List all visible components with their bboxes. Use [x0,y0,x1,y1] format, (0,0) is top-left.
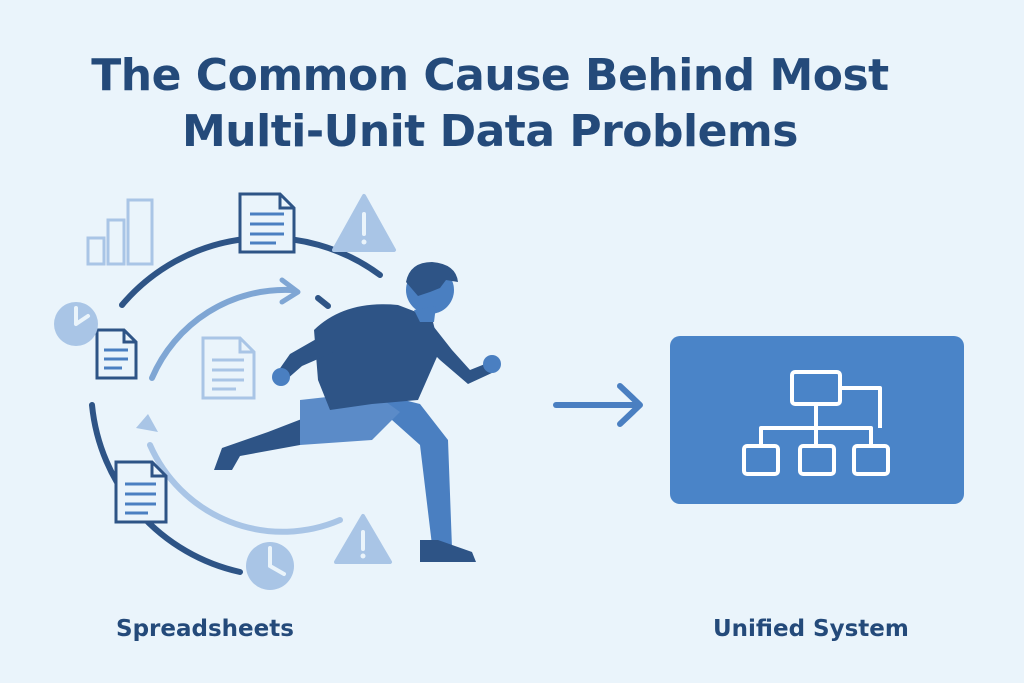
title-line-1: The Common Cause Behind Most [91,50,889,101]
document-icon [114,460,168,524]
running-person-icon [214,262,501,562]
cycle-arrow-tail-icon [136,414,158,432]
inner-arc-bottom [147,442,343,535]
document-icon [95,328,138,380]
clock-icon [54,302,98,346]
title-line-2: Multi-Unit Data Problems [182,106,798,157]
arrow-right-icon [553,383,643,427]
clock-icon [246,542,294,590]
warning-icon [334,514,392,564]
dash-segment [315,295,331,309]
inner-arc-top [149,286,295,381]
page-title: The Common Cause Behind Most Multi-Unit … [0,48,980,160]
cycle-arrow-head-icon [279,277,301,305]
document-icon [238,192,296,254]
document-icon [201,336,256,400]
hierarchy-diagram-icon [742,370,890,476]
unified-system-label: Unified System [713,616,909,642]
bar-chart-icon [86,198,154,266]
spreadsheets-label: Spreadsheets [116,616,294,642]
warning-icon [332,194,396,252]
